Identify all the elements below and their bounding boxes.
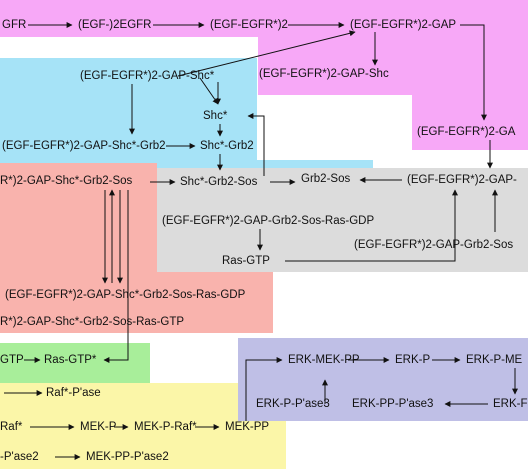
node-mek-p: MEK-P	[80, 421, 117, 433]
node-erk-p-right: ERK-F	[493, 398, 528, 410]
node-egf-egfr-2-gap: (EGF-EGFR*)2-GAP	[350, 19, 457, 31]
node-grb2-sos: Grb2-Sos	[301, 173, 351, 185]
node-gap-shc-grb2: (EGF-EGFR*)2-GAP-Shc*-Grb2	[2, 140, 166, 152]
region-lavender	[238, 338, 528, 421]
node-gap-grb2-sos-ras-gdp: (EGF-EGFR*)2-GAP-Grb2-Sos-Ras-GDP	[162, 215, 375, 227]
node-gap-shc: (EGF-EGFR*)2-GAP-Shc	[259, 68, 389, 80]
node-erk-mek-pp: ERK-MEK-PP	[288, 354, 360, 366]
node-gap-grb2-sos-gray: (EGF-EGFR*)2-GAP-Grb2-Sos	[354, 239, 514, 251]
node-shc-grb2: Shc*-Grb2	[200, 140, 254, 152]
node-ras-gtp: Ras-GTP	[222, 255, 270, 267]
node-raf-star: Raf*	[0, 421, 23, 433]
node-erk-p: ERK-P	[395, 354, 431, 366]
node-mek-pp-pase2: MEK-PP-P'ase2	[86, 451, 169, 463]
node-egfr: GFR	[2, 19, 27, 31]
node-erk-p-pase3: ERK-P-P'ase3	[256, 398, 330, 410]
region-gray-top	[396, 168, 528, 188]
node-gap-gray: (EGF-EGFR*)2-GAP-	[407, 174, 517, 186]
node-mek-pp: MEK-PP	[225, 421, 270, 433]
node-gap-shc-grb2-sos: R*)2-GAP-Shc*-Grb2-Sos	[0, 175, 133, 187]
node-erk-pp-pase3: ERK-PP-P'ase3	[352, 398, 434, 410]
node-gap-shc-star: (EGF-EGFR*)2-GAP-Shc*	[80, 70, 215, 82]
node-shc-grb2-sos: Shc*-Grb2-Sos	[180, 176, 258, 188]
node-p-ase2: -P'ase2	[0, 451, 39, 463]
node-erk-p-me: ERK-P-ME	[466, 354, 523, 366]
node-mek-p-raf: MEK-P-Raf*	[134, 421, 197, 433]
node-egf-2egfr: (EGF-)2EGFR	[78, 19, 152, 31]
node-gtp: GTP	[0, 354, 24, 366]
node-gap-shc-grb2-sos-ras-gdp: (EGF-EGFR*)2-GAP-Shc*-Grb2-Sos-Ras-GDP	[5, 289, 246, 301]
node-raf-star-pase: Raf*-P'ase	[46, 387, 101, 399]
region-yellow-left	[0, 383, 100, 469]
node-gap-shc-grb2-sos-ras-gtp: R*)2-GAP-Shc*-Grb2-Sos-Ras-GTP	[0, 316, 185, 328]
region-red-bottom	[0, 272, 273, 333]
node-shc-star: Shc*	[203, 110, 228, 122]
node-gap-right: (EGF-EGFR*)2-GA	[417, 126, 516, 138]
node-egf-egfr-2: (EGF-EGFR*)2	[210, 19, 288, 31]
node-ras-gtp-star: Ras-GTP*	[44, 354, 97, 366]
